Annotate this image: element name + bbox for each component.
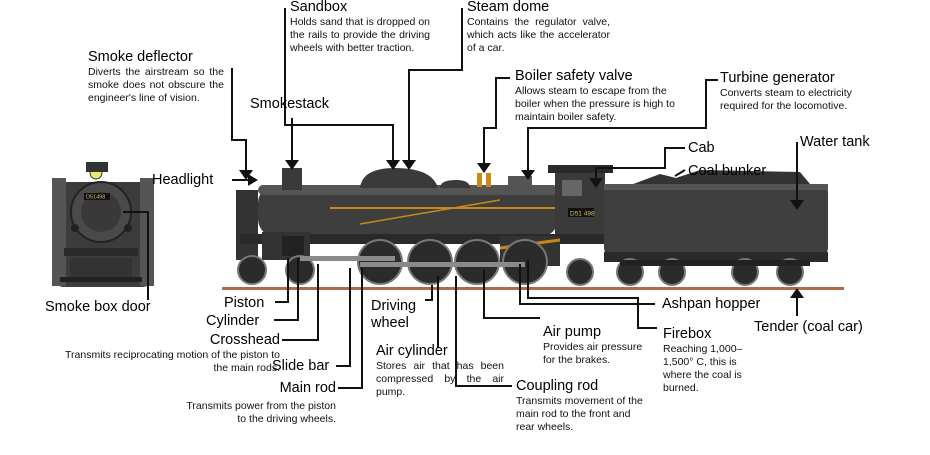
front-number-text: D51498 [86,195,105,201]
loco-wheels [237,239,594,286]
cylinder-title: Cylinder [206,313,260,329]
firebox-desc: Reaching 1,000–1,500° C, this is where t… [663,343,743,394]
firebox-label: Firebox Reaching 1,000–1,500° C, this is… [663,326,763,395]
turbine-generator-desc: Converts steam to electricity required f… [720,87,852,112]
leader-coal-bunker [674,169,686,177]
main-rod-desc: Transmits power from the piston to the d… [186,400,336,425]
turbine-generator-label: Turbine generator Converts steam to elec… [720,70,890,113]
tender-title: Tender (coal car) [754,319,863,335]
front-view-locomotive [52,162,154,287]
coupling-rod-title: Coupling rod [516,378,599,394]
sandbox-label: Sandbox Holds sand that is dropped on th… [290,0,430,55]
air-cylinder-title: Air cylinder [376,343,448,359]
leader-air-pump [483,270,540,319]
leader-smoke-box-door [123,211,149,300]
leader-sandbox [284,8,394,160]
leader-slide-bar [336,268,351,367]
leader-driving-wheel [425,285,433,301]
steam-dome-label: Steam dome Contains the regulator valve,… [467,0,610,55]
turbine-generator-title: Turbine generator [720,70,835,86]
leader-ashpan-hopper [519,264,655,305]
leader-firebox [527,260,657,329]
smoke-deflector-desc: Diverts the airstream so the smoke does … [88,66,224,104]
crosshead-title: Crosshead [209,332,280,348]
firebox-title: Firebox [663,326,712,342]
smokestack-title: Smokestack [250,96,329,112]
coal-bunker-title: Coal bunker [688,163,767,179]
cab-title: Cab [688,140,715,156]
leader-main-rod [338,268,363,389]
smoke-deflector-label: Smoke deflector Diverts the airstream so… [88,49,224,105]
piston-title: Piston [224,295,265,311]
leader-boiler-safety-valve [483,77,510,163]
leader-piston [275,258,289,303]
coupling-rod-label: Coupling rod Transmits movement of the m… [516,378,646,434]
air-pump-desc: Provides air pressure for the brakes. [543,341,643,366]
steam-dome-desc: Contains the regulator valve, which acts… [467,16,610,54]
air-cylinder-desc: Stores air that has been compressed by t… [376,360,504,398]
loco-number-text: D51 498 [570,211,595,218]
sandbox-desc: Holds sand that is dropped on the rails … [290,16,430,54]
leader-cylinder [274,258,299,321]
headlight-title: Headlight [152,172,214,188]
air-cylinder-label: Air cylinder Stores air that has been co… [376,343,504,399]
smoke-deflector-title: Smoke deflector [88,49,193,65]
leader-turbine-generator [527,79,718,170]
leader-lines [123,8,798,389]
ashpan-hopper-title: Ashpan hopper [662,296,761,312]
rail [222,287,844,290]
leader-crosshead [282,264,319,341]
boiler-safety-valve-title: Boiler safety valve [515,68,633,84]
crosshead-label: Crosshead Transmits reciprocating motion… [62,332,280,375]
coupling-rod-desc: Transmits movement of the main rod to th… [516,395,643,433]
steam-dome-title: Steam dome [467,0,550,15]
tender-body [604,170,828,286]
crosshead-desc: Transmits reciprocating motion of the pi… [65,349,280,374]
slide-bar-title: Slide bar [272,358,330,374]
main-rod-title: Main rod [279,380,336,396]
boiler-safety-valve-label: Boiler safety valve Allows steam to esca… [515,68,685,124]
leader-smoke-deflector [231,68,247,170]
leader-coupling-rod [455,276,512,387]
water-tank-title: Water tank [800,134,870,150]
locomotive-body [236,165,613,286]
leader-steam-dome [408,8,463,160]
loco-number-plate [568,208,594,217]
sandbox-title: Sandbox [290,0,348,15]
arrowheads [239,160,804,298]
air-pump-title: Air pump [543,324,602,340]
boiler-safety-valve-desc: Allows steam to escape from the boiler w… [515,85,675,123]
driving-wheel-title: Driving wheel [371,298,417,331]
main-rod-label: Main rod Transmits power from the piston… [180,380,336,426]
smoke-box-door-title: Smoke box door [45,299,151,315]
leader-cab [595,147,685,178]
air-pump-label: Air pump Provides air pressure for the b… [543,324,655,367]
